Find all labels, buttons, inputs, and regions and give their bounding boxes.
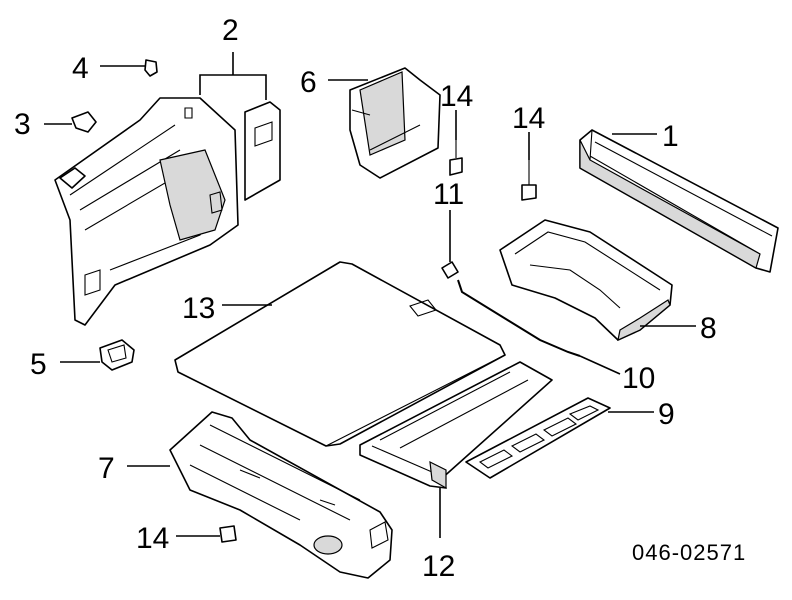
callout-5: 5 (30, 348, 47, 381)
callout-1: 1 (662, 120, 679, 153)
part-1-trim-panel (579, 129, 779, 273)
part-10-rod (457, 279, 581, 357)
part-11-clip (441, 261, 459, 279)
leader-lines (44, 52, 696, 538)
part-14-fastener-a (449, 140, 463, 176)
part-14-fastener-c (219, 525, 237, 543)
callout-6: 6 (300, 66, 317, 99)
callout-12: 12 (422, 550, 455, 583)
callout-11: 11 (433, 178, 464, 211)
part-2-side-trim (54, 97, 281, 326)
part-3-clip (71, 111, 97, 133)
callout-14-c: 14 (136, 522, 169, 555)
callout-14-b: 14 (512, 102, 545, 135)
callout-2: 2 (222, 14, 239, 47)
part-9-insert (465, 397, 611, 479)
callout-7: 7 (98, 452, 115, 485)
part-13-floor-board (174, 261, 506, 447)
callout-9: 9 (658, 398, 675, 431)
part-8-tray (499, 219, 673, 342)
part-14-fastener-b (521, 160, 537, 201)
part-12-rail (359, 361, 553, 490)
callout-14-a: 14 (440, 80, 473, 113)
part-7-floor-panel (169, 411, 393, 579)
callout-13: 13 (182, 292, 215, 325)
part-5-hook (99, 339, 135, 371)
callout-10: 10 (622, 362, 655, 395)
callout-labels: 1 2 3 4 5 6 7 8 9 10 11 12 13 14 14 14 (14, 14, 717, 583)
callout-3: 3 (14, 108, 31, 141)
callout-8: 8 (700, 312, 717, 345)
part-6-bracket (349, 67, 441, 179)
callout-4: 4 (72, 52, 89, 85)
part-4-screw (144, 59, 158, 77)
drawing-number: 046-02571 (632, 540, 746, 565)
